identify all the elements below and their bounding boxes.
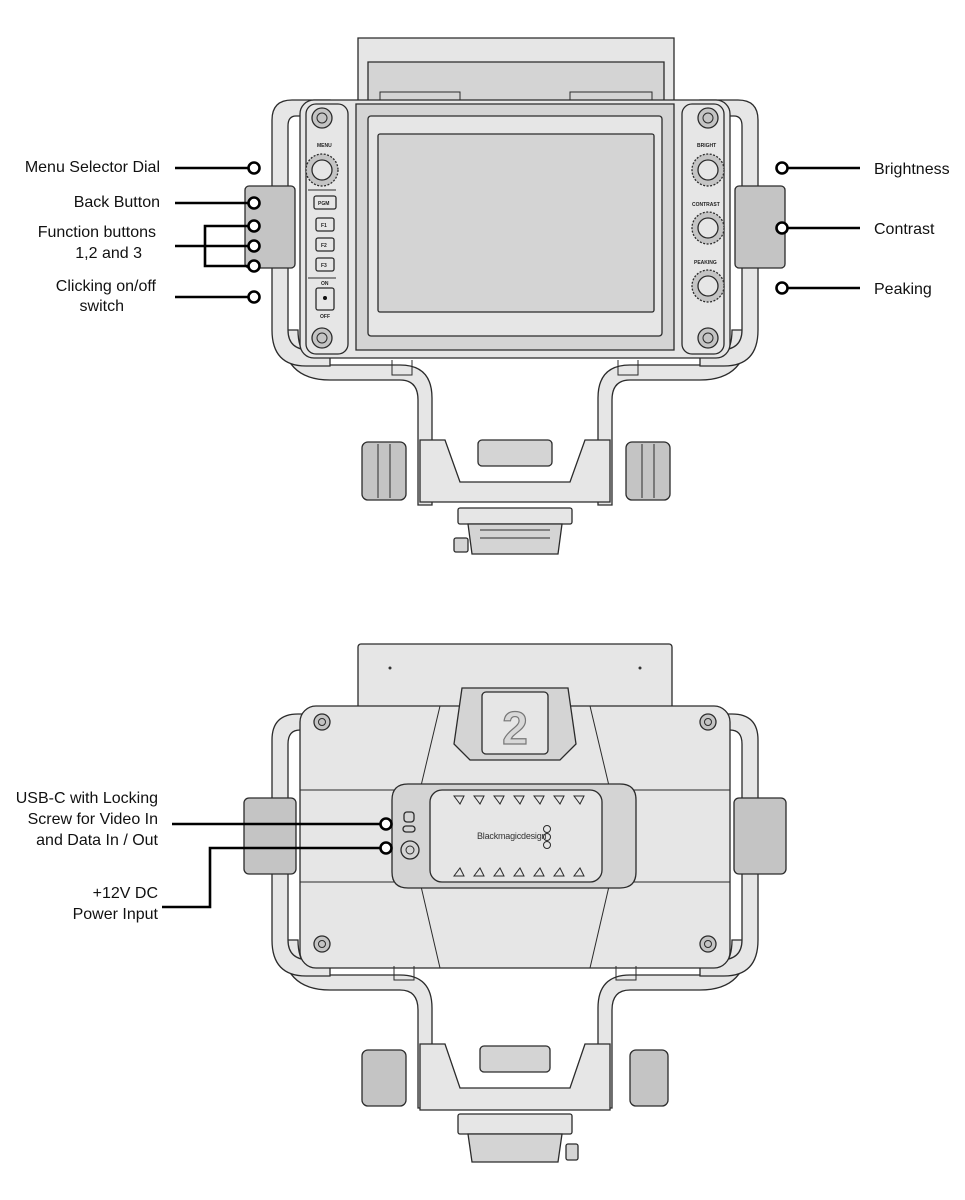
menu-marking: MENU [317, 143, 332, 149]
label-usb-c-1: USB-C with Locking [16, 790, 158, 807]
contrast-marking: CONTRAST [692, 202, 720, 208]
callout-contrast [775, 221, 860, 235]
callout-menu-selector [175, 161, 261, 175]
f3-marking: F3 [321, 263, 327, 269]
power-input-port[interactable] [400, 840, 420, 860]
label-menu-selector-dial: Menu Selector Dial [25, 159, 160, 176]
usb-c-port[interactable] [402, 811, 416, 833]
peaking-marking: PEAKING [694, 260, 717, 266]
off-marking: OFF [320, 314, 330, 320]
callout-function-buttons [175, 219, 261, 273]
callout-back-button [175, 196, 261, 210]
label-function-buttons-2: 1,2 and 3 [75, 245, 142, 262]
on-off-switch[interactable] [315, 287, 335, 311]
rear-view: 2 Blackmagicdesign [16, 643, 787, 1163]
on-marking: ON [321, 281, 329, 287]
label-power-1: +12V DC [93, 885, 158, 902]
brand-logo-text: Blackmagicdesign [477, 831, 547, 841]
tally-number: 2 [502, 702, 528, 754]
label-peaking: Peaking [874, 281, 932, 298]
label-power-2: Power Input [73, 906, 159, 923]
brand-logo-mark [543, 825, 551, 849]
callout-usb-c [172, 817, 393, 831]
label-brightness: Brightness [874, 161, 950, 178]
menu-selector-dial[interactable] [305, 153, 339, 187]
brightness-dial[interactable] [691, 153, 725, 187]
callout-peaking [775, 281, 860, 295]
peaking-dial[interactable] [691, 269, 725, 303]
label-on-off-1: Clicking on/off [56, 278, 157, 295]
f2-button[interactable]: F2 [315, 237, 335, 252]
f1-marking: F1 [321, 223, 327, 229]
f3-button[interactable]: F3 [315, 257, 335, 272]
label-back-button: Back Button [74, 194, 160, 211]
callout-on-off-switch [175, 290, 261, 304]
f2-marking: F2 [321, 243, 327, 249]
pgm-marking: PGM [318, 201, 329, 207]
label-on-off-2: switch [80, 298, 124, 315]
label-usb-c-3: and Data In / Out [36, 832, 158, 849]
f1-button[interactable]: F1 [315, 217, 335, 232]
label-usb-c-2: Screw for Video In [28, 811, 158, 828]
pgm-back-button[interactable]: PGM [313, 195, 337, 210]
label-contrast: Contrast [874, 221, 935, 238]
callout-brightness [775, 161, 860, 175]
label-function-buttons-1: Function buttons [38, 224, 156, 241]
front-view: MENU PGM F1 F2 F3 ON OFF BRIGHT [25, 37, 950, 555]
contrast-dial[interactable] [691, 211, 725, 245]
callout-power-input [162, 841, 393, 909]
bright-marking: BRIGHT [697, 143, 716, 149]
